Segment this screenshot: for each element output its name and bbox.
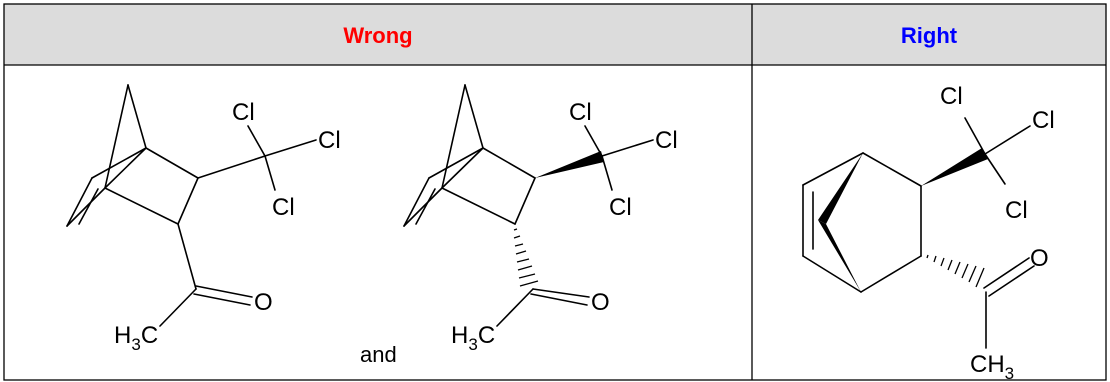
and-connector: and bbox=[360, 342, 397, 367]
molecule-wrong-2: Cl Cl Cl O H3C bbox=[403, 84, 678, 354]
molecule-2-methyl: H3C bbox=[451, 322, 495, 354]
table-border bbox=[3, 3, 1107, 381]
molecule-1-methyl: H3C bbox=[114, 322, 158, 354]
table-header-background bbox=[4, 4, 1106, 65]
header-wrong: Wrong bbox=[343, 23, 412, 48]
molecule-1-chlorine-top: Cl bbox=[232, 99, 255, 126]
molecule-1-oxygen: O bbox=[254, 289, 273, 316]
molecule-3-chlorine-bottom: Cl bbox=[1005, 197, 1028, 224]
molecule-3-chlorine-right: Cl bbox=[1032, 107, 1055, 134]
molecule-2-chlorine-right: Cl bbox=[655, 127, 678, 154]
molecule-2-chlorine-bottom: Cl bbox=[609, 194, 632, 221]
molecule-3-methyl: CH3 bbox=[970, 351, 1014, 382]
molecule-right: Cl Cl Cl O CH3 bbox=[802, 83, 1055, 382]
molecule-2-wedge-bond bbox=[535, 151, 604, 178]
molecule-3-bonds bbox=[802, 117, 1035, 349]
molecule-2-chlorine-top: Cl bbox=[569, 99, 592, 126]
molecule-wrong-1: Cl Cl Cl O H3C bbox=[66, 84, 341, 354]
molecule-3-oxygen: O bbox=[1030, 245, 1049, 272]
molecule-3-bridge-wedge-top bbox=[818, 153, 863, 224]
molecule-1-bonds bbox=[66, 84, 317, 327]
molecule-2-hashed-bond bbox=[513, 228, 539, 287]
header-right: Right bbox=[901, 23, 958, 48]
molecule-3-wedge-bond bbox=[921, 148, 988, 186]
molecule-1-chlorine-right: Cl bbox=[318, 127, 341, 154]
molecule-3-bridge-wedge-bottom bbox=[818, 220, 861, 292]
molecule-3-chlorine-top: Cl bbox=[940, 83, 963, 110]
molecule-2-bonds bbox=[403, 84, 654, 327]
molecule-1-chlorine-bottom: Cl bbox=[272, 194, 295, 221]
molecule-2-oxygen: O bbox=[591, 289, 610, 316]
molecule-3-hashed-bond bbox=[926, 254, 985, 288]
